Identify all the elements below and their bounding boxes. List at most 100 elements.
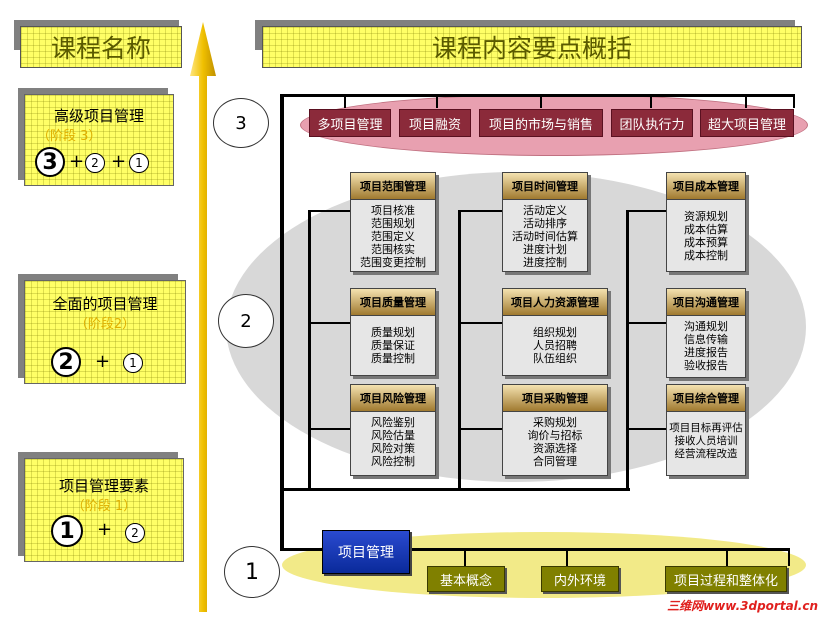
card-item: 质量规划 (371, 326, 415, 339)
stage-subtitle: （阶段2） (74, 317, 136, 332)
plus-sign: + (69, 151, 85, 172)
card-title: 项目采购管理 (503, 385, 607, 412)
stage-title: 高级项目管理 (53, 107, 144, 125)
connector (650, 94, 652, 108)
card-item: 范围变更控制 (360, 256, 426, 269)
card-item: 范围规划 (371, 217, 415, 230)
stage-sub-number: 1 (123, 353, 143, 373)
connector (458, 210, 502, 212)
card-item: 质量保证 (371, 339, 415, 352)
card-scope: 项目范围管理 项目核准 范围规划 范围定义 范围核实 范围变更控制 (350, 172, 436, 272)
top-item-financing: 项目融资 (399, 109, 471, 137)
level-1-circle: 1 (224, 546, 280, 598)
card-item: 活动时间估算 (512, 230, 578, 243)
card-item: 接收人员培训 (674, 435, 738, 447)
card-title: 项目时间管理 (503, 173, 587, 200)
stage-sub-number: 1 (129, 153, 149, 173)
connector (566, 548, 568, 566)
card-item: 质量控制 (371, 352, 415, 365)
card-title: 项目范围管理 (351, 173, 435, 200)
card-item: 合同管理 (533, 455, 577, 468)
card-hr: 项目人力资源管理 组织规划 人员招聘 队伍组织 (502, 288, 608, 376)
stage-subtitle: （阶段 3） (37, 129, 102, 144)
stage-title: 项目管理要素 (58, 477, 149, 495)
card-item: 进度控制 (523, 256, 567, 269)
card-item: 人员招聘 (533, 339, 577, 352)
card-item: 经营流程改造 (674, 448, 738, 460)
card-item: 项目核准 (371, 204, 415, 217)
connector (344, 94, 346, 108)
card-risk: 项目风险管理 风险鉴别 风险估量 风险对策 风险控制 (350, 384, 436, 476)
card-item: 项目目标再评估 (669, 422, 743, 434)
card-integration: 项目综合管理 项目目标再评估 接收人员培训 经营流程改造 (666, 384, 746, 476)
card-title: 项目人力资源管理 (503, 289, 607, 316)
top-item-multi-project: 多项目管理 (309, 109, 391, 137)
stage-3-box: 高级项目管理 （阶段 3） 3 + 2 + 1 (24, 94, 174, 186)
column-bus (458, 210, 461, 490)
connector (540, 94, 542, 108)
connector (464, 548, 466, 566)
connector (308, 210, 350, 212)
stage-main-number: 2 (51, 347, 81, 377)
card-communication: 项目沟通管理 沟通规划 信息传输 进度报告 验收报告 (666, 288, 746, 378)
left-header: 课程名称 (20, 26, 182, 68)
card-item: 信息传输 (684, 333, 728, 346)
bottom-item-process: 项目过程和整体化 (665, 566, 787, 592)
stage-main-number: 1 (51, 515, 83, 547)
connector (458, 322, 502, 324)
top-item-mega-project: 超大项目管理 (700, 109, 794, 137)
bottom-bar (280, 548, 790, 551)
level-2-circle: 2 (218, 294, 274, 348)
connector (793, 94, 795, 108)
stage-1-box: 项目管理要素 （阶段 1） 1 + 2 (24, 458, 184, 562)
card-item: 资源选择 (533, 442, 577, 455)
connector (788, 548, 790, 566)
stage-sub-number: 2 (85, 153, 105, 173)
card-item: 沟通规划 (684, 320, 728, 333)
top-item-marketing: 项目的市场与销售 (479, 109, 603, 137)
connector (458, 428, 502, 430)
card-title: 项目沟通管理 (667, 289, 745, 316)
connector (308, 428, 350, 430)
card-item: 成本估算 (684, 223, 728, 236)
watermark: 三维网www.3dportal.cn (667, 599, 818, 613)
right-header: 课程内容要点概括 (262, 26, 802, 68)
card-item: 成本控制 (684, 249, 728, 262)
card-item: 范围定义 (371, 230, 415, 243)
card-item: 成本预算 (684, 236, 728, 249)
card-title: 项目综合管理 (667, 385, 745, 412)
card-quality: 项目质量管理 质量规划 质量保证 质量控制 (350, 288, 436, 376)
card-item: 队伍组织 (533, 352, 577, 365)
level-3-circle: 3 (213, 98, 269, 148)
root-node: 项目管理 (322, 530, 410, 574)
column-bus (308, 210, 311, 490)
top-item-team: 团队执行力 (611, 109, 693, 137)
stage-sub-number: 2 (125, 523, 145, 543)
card-item: 资源规划 (684, 210, 728, 223)
plus-sign: + (97, 519, 113, 540)
stage-subtitle: （阶段 1） (71, 499, 137, 514)
plus-sign: + (95, 351, 111, 372)
card-item: 验收报告 (684, 359, 728, 372)
progression-arrow (190, 22, 216, 612)
card-cost: 项目成本管理 资源规划 成本估算 成本预算 成本控制 (666, 172, 746, 272)
middle-bus (280, 488, 630, 491)
stage-title: 全面的项目管理 (52, 295, 158, 313)
plus-sign: + (111, 151, 127, 172)
card-title: 项目质量管理 (351, 289, 435, 316)
connector (626, 428, 666, 430)
connector (626, 210, 666, 212)
card-title: 项目风险管理 (351, 385, 435, 412)
bottom-item-concepts: 基本概念 (427, 566, 505, 592)
stage-2-box: 全面的项目管理 （阶段2） 2 + 1 (24, 280, 186, 384)
card-item: 进度计划 (523, 243, 567, 256)
connector (626, 322, 666, 324)
card-item: 风险对策 (371, 442, 415, 455)
column-bus (626, 210, 629, 490)
card-item: 风险控制 (371, 455, 415, 468)
card-time: 项目时间管理 活动定义 活动排序 活动时间估算 进度计划 进度控制 (502, 172, 588, 272)
card-item: 采购规划 (533, 416, 577, 429)
main-spine (280, 94, 284, 550)
card-item: 范围核实 (371, 243, 415, 256)
card-item: 进度报告 (684, 346, 728, 359)
